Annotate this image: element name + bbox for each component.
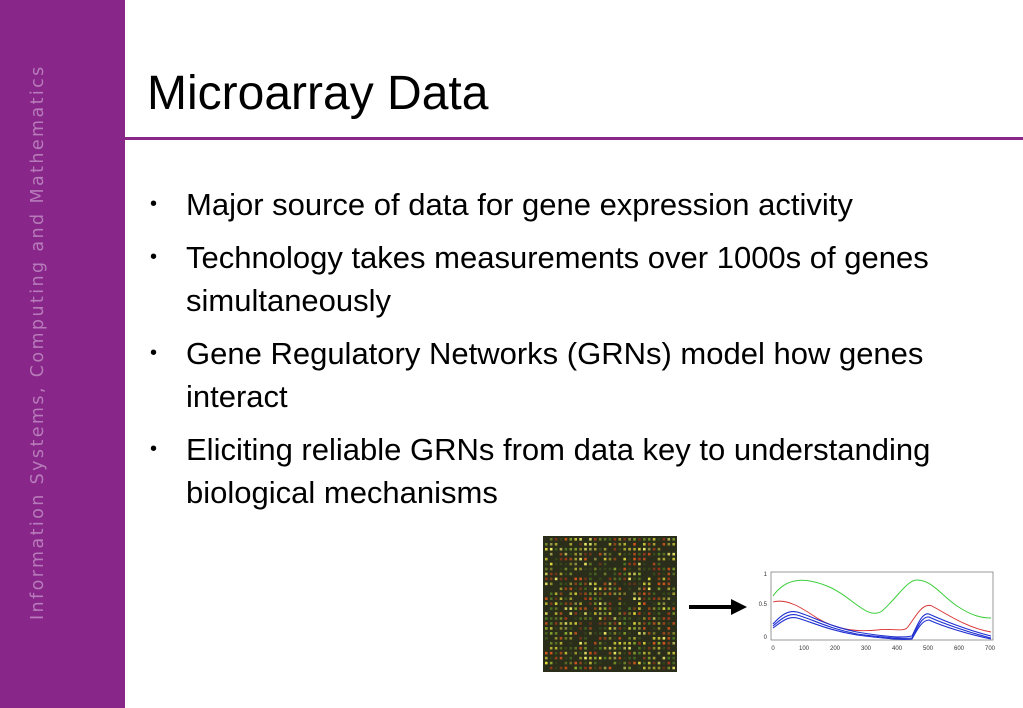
bullet-item: • Major source of data for gene expressi… xyxy=(150,183,1000,226)
bullet-text: Technology takes measurements over 1000s… xyxy=(186,240,929,318)
sidebar-institution-text: Information Systems, Computing and Mathe… xyxy=(28,64,48,620)
plot-line xyxy=(772,614,992,639)
bullet-marker: • xyxy=(150,193,158,215)
plot-x-tick: 300 xyxy=(861,646,872,652)
microarray-image xyxy=(543,536,677,672)
title-divider xyxy=(125,137,1023,140)
bullet-list: • Major source of data for gene expressi… xyxy=(150,183,1000,524)
plot-x-tick: 200 xyxy=(830,646,841,652)
plot-line xyxy=(772,617,992,640)
plot-x-tick: 400 xyxy=(892,646,903,652)
plot-line xyxy=(772,579,992,619)
sidebar-band: Information Systems, Computing and Mathe… xyxy=(0,0,125,708)
plot-line xyxy=(772,600,992,633)
arrow-icon xyxy=(689,599,747,615)
bullet-text: Eliciting reliable GRNs from data key to… xyxy=(186,432,931,510)
bullet-marker: • xyxy=(150,438,158,460)
bullet-item: • Technology takes measurements over 100… xyxy=(150,236,1000,322)
bullet-marker: • xyxy=(150,246,158,268)
expression-plot-image: 1 0.5 00 100 200 300 400 500 600 700 xyxy=(759,571,996,652)
plot-x-tick: 100 xyxy=(799,646,810,652)
bullet-item: • Gene Regulatory Networks (GRNs) model … xyxy=(150,332,1000,418)
bullet-marker: • xyxy=(150,342,158,364)
plot-x-tick: 600 xyxy=(954,646,965,652)
plot-frame xyxy=(770,571,994,641)
plot-x-tick: 0 xyxy=(771,646,775,652)
plot-y-tick: 0 xyxy=(764,635,768,641)
bullet-item: • Eliciting reliable GRNs from data key … xyxy=(150,428,1000,514)
plot-x-tick: 500 xyxy=(923,646,934,652)
slide-title: Microarray Data xyxy=(147,67,489,120)
plot-y-tick: 1 xyxy=(764,572,768,578)
plot-y-tick: 0.5 xyxy=(759,602,768,608)
plot-x-tick: 700 xyxy=(985,646,996,652)
plot-line xyxy=(772,610,992,638)
bullet-text: Gene Regulatory Networks (GRNs) model ho… xyxy=(186,336,924,414)
bullet-text: Major source of data for gene expression… xyxy=(186,187,853,222)
